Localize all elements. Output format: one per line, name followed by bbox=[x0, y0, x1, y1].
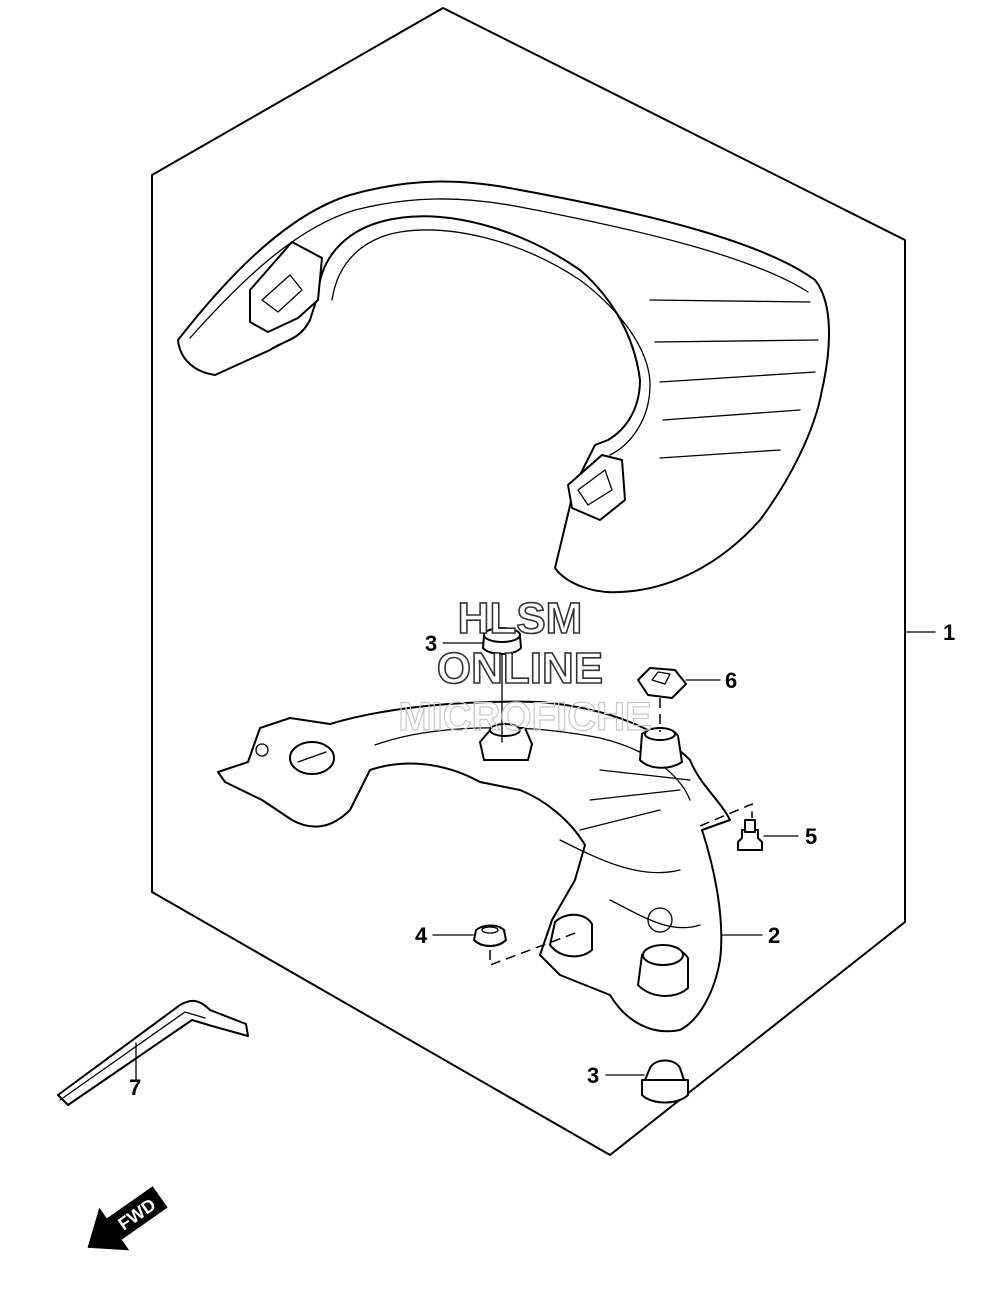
callout-3-bottom: 3 bbox=[587, 1063, 599, 1088]
assembly-line-right bbox=[699, 802, 753, 827]
callout-5: 5 bbox=[805, 824, 817, 849]
grommet-top bbox=[482, 627, 522, 655]
washer bbox=[473, 924, 507, 947]
watermark-line1: HLSM bbox=[458, 594, 583, 643]
seat-cowl bbox=[177, 180, 830, 594]
seat-base-frame bbox=[217, 700, 731, 1033]
callout-7: 7 bbox=[129, 1075, 141, 1100]
assembly-line-lower bbox=[489, 931, 579, 967]
kit-boundary-hexagon bbox=[151, 7, 906, 1156]
bolt bbox=[737, 819, 763, 851]
grommet-bottom bbox=[641, 1059, 689, 1104]
watermark-line2: ONLINE bbox=[437, 644, 603, 693]
callout-2: 2 bbox=[768, 923, 780, 948]
callout-1: 1 bbox=[943, 620, 955, 645]
clip bbox=[637, 667, 687, 699]
hex-key-tool bbox=[57, 999, 249, 1106]
callout-3-top: 3 bbox=[425, 631, 437, 656]
fwd-arrow-icon: FWD bbox=[87, 1186, 168, 1251]
callout-6: 6 bbox=[725, 668, 737, 693]
watermark-line3: MICROFICHE bbox=[398, 695, 651, 739]
callout-4: 4 bbox=[415, 923, 428, 948]
